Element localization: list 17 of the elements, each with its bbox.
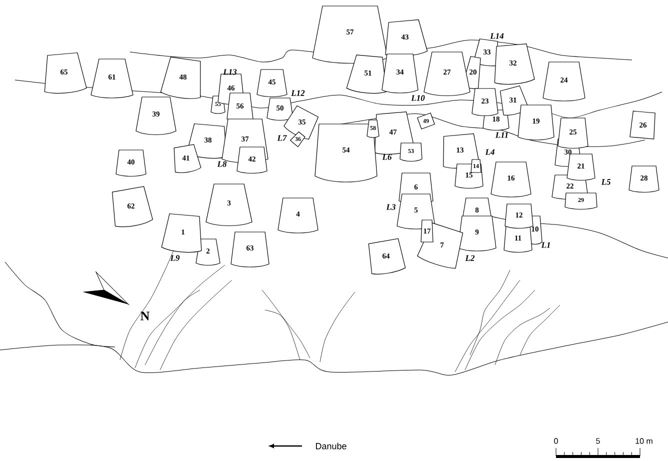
area-label: L11 (495, 132, 508, 138)
area-label: L2 (465, 255, 475, 261)
area-label: L1 (541, 242, 550, 248)
area-label: L4 (485, 149, 494, 155)
scale-label: 5 (596, 438, 600, 444)
area-label: L3 (386, 204, 396, 210)
area-label: L5 (601, 179, 610, 185)
scale-label: 0 (554, 438, 558, 444)
area-label: L13 (223, 69, 237, 75)
north-label: N (140, 312, 150, 320)
river-label: Danube (316, 442, 346, 450)
scale-label: 10 m (636, 438, 652, 444)
area-label: L8 (217, 161, 227, 167)
area-label: L12 (291, 90, 305, 96)
area-label: L14 (490, 33, 504, 39)
area-label: L10 (411, 95, 425, 101)
area-label: L9 (170, 255, 180, 261)
